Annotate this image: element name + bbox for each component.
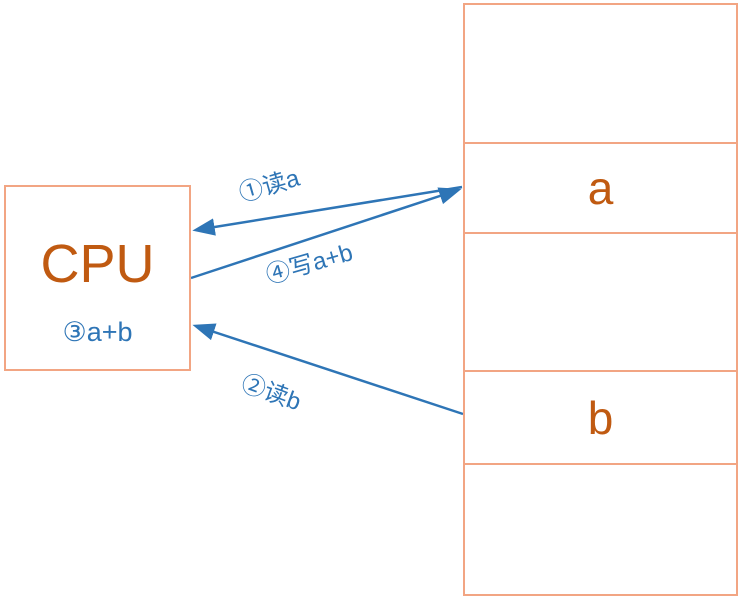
cpu-operation-label: ③a+b	[62, 317, 133, 347]
memory-cell-empty-3	[465, 463, 736, 594]
arrow-label-read-a: ①读a	[236, 164, 303, 208]
memory-cell-empty-1	[465, 5, 736, 142]
memory-cell-empty-2	[465, 232, 736, 370]
arrow-label-read-b: ②读b	[237, 369, 305, 417]
arrow-read-b	[192, 323, 464, 416]
memory-column: a b	[463, 3, 738, 596]
memory-cell-a: a	[465, 142, 736, 232]
memory-cell-b: b	[465, 370, 736, 463]
cpu-label: CPU	[40, 234, 155, 294]
arrow-label-write-a-plus-b: ④写a+b	[263, 239, 356, 290]
arrow-read-a	[192, 185, 463, 236]
cpu-box: CPU ③a+b	[4, 185, 191, 371]
